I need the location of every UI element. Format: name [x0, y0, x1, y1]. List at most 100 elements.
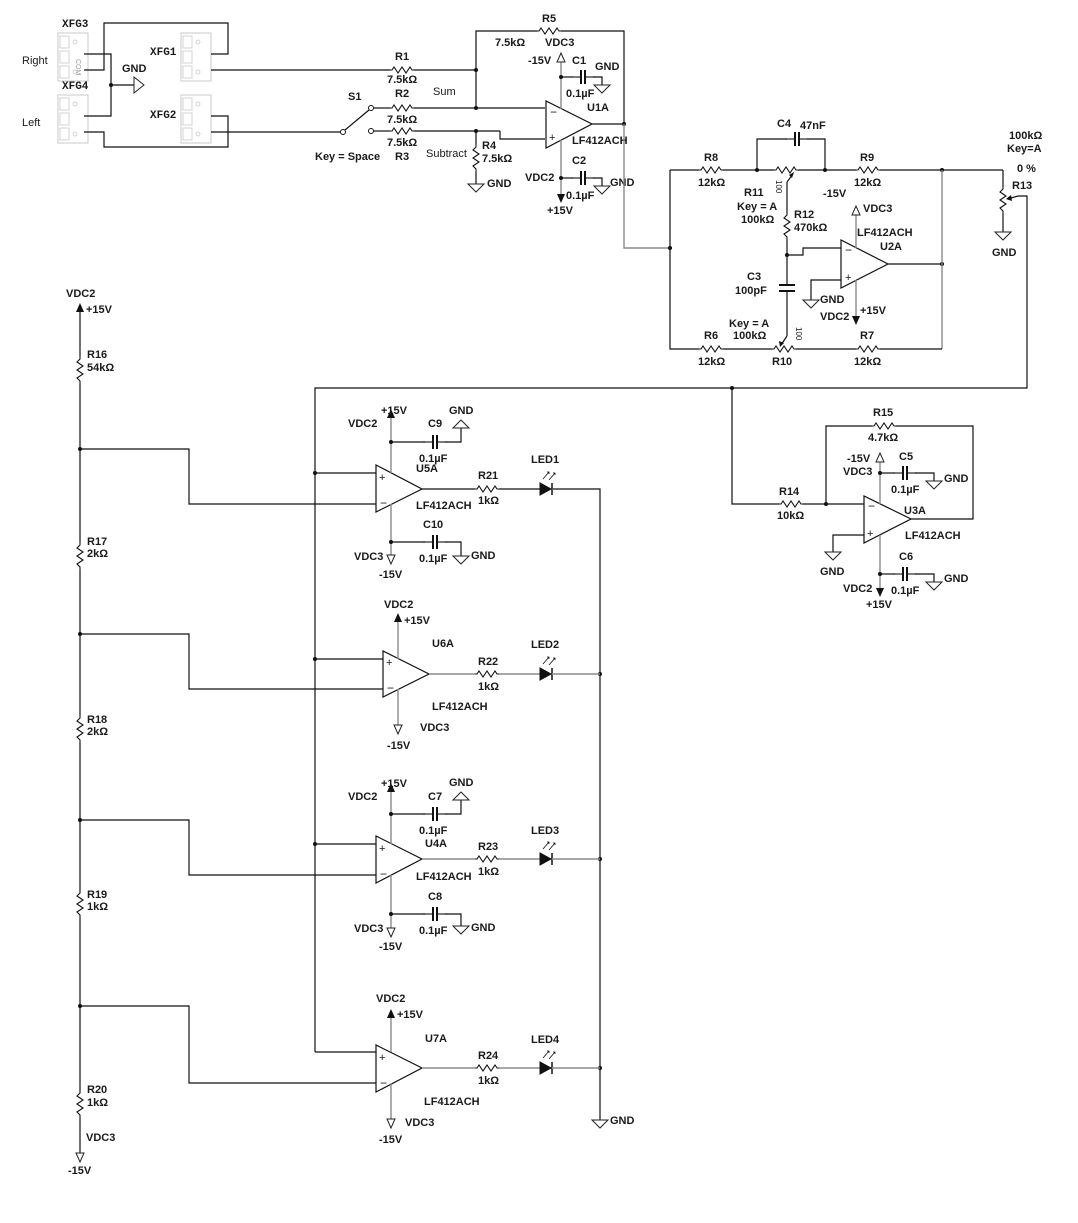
capacitor-c9[interactable]	[422, 434, 448, 450]
svg-text:−: −	[380, 867, 387, 881]
capacitor-c7[interactable]	[422, 806, 448, 822]
sum-label: Sum	[433, 86, 456, 98]
u3a-part: LF412ACH	[905, 530, 961, 542]
r8-ref: R8	[704, 152, 718, 164]
resistor-r1[interactable]	[389, 66, 415, 74]
r5-value: 7.5kΩ	[495, 37, 525, 49]
led-3[interactable]	[539, 841, 556, 866]
resistor-r4[interactable]	[472, 143, 480, 173]
r23-ref: R23	[478, 841, 498, 853]
r14-ref: R14	[779, 486, 800, 498]
resistor-r24[interactable]	[474, 1064, 500, 1072]
resistor-r22[interactable]	[474, 670, 500, 678]
opamp-u1a[interactable]: − +	[545, 100, 594, 149]
r21-ref: R21	[478, 470, 498, 482]
ground-icon	[824, 551, 842, 561]
function-generator-xfg1[interactable]: XFG1	[150, 32, 212, 82]
capacitor-c10[interactable]	[422, 534, 448, 550]
gnd-label: GND	[487, 178, 512, 190]
opamp-u6a[interactable]: + −	[382, 650, 431, 698]
resistor-r20[interactable]	[76, 1089, 84, 1119]
resistor-r23[interactable]	[474, 855, 500, 863]
xfg1-label: XFG1	[150, 47, 177, 59]
resistor-r17[interactable]	[76, 541, 84, 571]
c5-value: 0.1µF	[891, 484, 920, 496]
resistor-r2[interactable]	[389, 104, 415, 112]
capacitor-c1[interactable]	[570, 69, 596, 85]
opamp-u2a[interactable]: − +	[840, 239, 890, 289]
potentiometer-r13[interactable]	[999, 185, 1019, 215]
r15-ref: R15	[873, 407, 893, 419]
ground-icon	[452, 555, 470, 565]
vdc2-value: +15V	[86, 304, 113, 316]
capacitor-c2[interactable]	[570, 170, 596, 186]
gnd-label: GND	[471, 922, 496, 934]
vdc2-label: VDC2	[384, 599, 413, 611]
opamp-u5a[interactable]: + −	[375, 464, 424, 513]
function-generator-xfg3[interactable]: XFG3 COM	[57, 19, 89, 82]
resistor-r6[interactable]	[698, 345, 724, 353]
capacitor-c8[interactable]	[422, 906, 448, 922]
subtract-label: Subtract	[426, 148, 467, 160]
u6a-part: LF412ACH	[432, 701, 488, 713]
led-4[interactable]	[539, 1050, 556, 1075]
u4a-part: LF412ACH	[416, 871, 472, 883]
c5-ref: C5	[899, 451, 913, 463]
resistor-r7[interactable]	[855, 345, 881, 353]
xfg3-label: XFG3	[62, 19, 89, 31]
opamp-u4a[interactable]: + −	[375, 835, 424, 884]
svg-text:+: +	[379, 1052, 385, 1064]
svg-text:−: −	[380, 496, 387, 510]
u4a-ref: U4A	[425, 838, 447, 850]
c7-ref: C7	[428, 791, 442, 803]
u1a-part: LF412ACH	[572, 135, 628, 147]
c3-ref: C3	[747, 271, 761, 283]
r16-ref: R16	[87, 349, 107, 361]
resistor-r16[interactable]	[76, 355, 84, 385]
function-generator-xfg2[interactable]: XFG2	[150, 94, 212, 144]
resistor-r19[interactable]	[76, 889, 84, 919]
vdc2-label: VDC2	[525, 172, 554, 184]
switch-s1[interactable]: S1 Key = Space	[315, 91, 380, 163]
resistor-r18[interactable]	[76, 714, 84, 744]
com-pin-label: COM	[74, 59, 81, 76]
c4-value: 47nF	[800, 120, 826, 132]
function-generator-xfg4[interactable]: XFG4	[57, 81, 89, 144]
r21-value: 1kΩ	[478, 495, 499, 507]
gnd-label: GND	[449, 777, 474, 789]
c6-value: 0.1µF	[891, 585, 920, 597]
xfg2-label: XFG2	[150, 110, 176, 122]
r11-setting: 100	[774, 180, 783, 194]
led-1[interactable]	[539, 471, 556, 496]
gnd-label: GND	[610, 1115, 635, 1127]
led4-label: LED4	[531, 1034, 560, 1046]
led-2[interactable]	[539, 656, 556, 681]
svg-text:+: +	[386, 657, 392, 669]
resistor-r8[interactable]	[698, 166, 724, 174]
vdc2-value: +15V	[547, 205, 574, 217]
gnd-label: GND	[944, 573, 969, 585]
resistor-r3[interactable]	[389, 127, 415, 135]
opamp-u3a[interactable]: − +	[863, 495, 913, 544]
ground-icon	[925, 581, 943, 591]
resistor-r9[interactable]	[855, 166, 881, 174]
resistor-r14[interactable]	[778, 500, 804, 508]
capacitor-c4[interactable]	[784, 131, 810, 147]
svg-text:+: +	[379, 472, 385, 484]
r11-value: 100kΩ	[741, 214, 774, 226]
capacitor-c6[interactable]	[892, 566, 918, 582]
s1-key-label: Key = Space	[315, 151, 380, 163]
vdc3-supply-icon	[386, 554, 396, 565]
c7-value: 0.1µF	[419, 825, 448, 837]
opamp-u7a[interactable]: + −	[375, 1044, 424, 1093]
resistor-r12[interactable]	[783, 211, 791, 241]
c10-ref: C10	[423, 519, 443, 531]
resistor-r15[interactable]	[871, 422, 897, 430]
svg-text:+: +	[845, 272, 851, 284]
resistor-r5[interactable]	[536, 27, 562, 35]
resistor-r21[interactable]	[474, 485, 500, 493]
u7a-ref: U7A	[425, 1033, 447, 1045]
potentiometer-r10[interactable]	[771, 335, 797, 353]
capacitor-c5[interactable]	[892, 465, 918, 481]
potentiometer-r11[interactable]	[773, 166, 799, 183]
